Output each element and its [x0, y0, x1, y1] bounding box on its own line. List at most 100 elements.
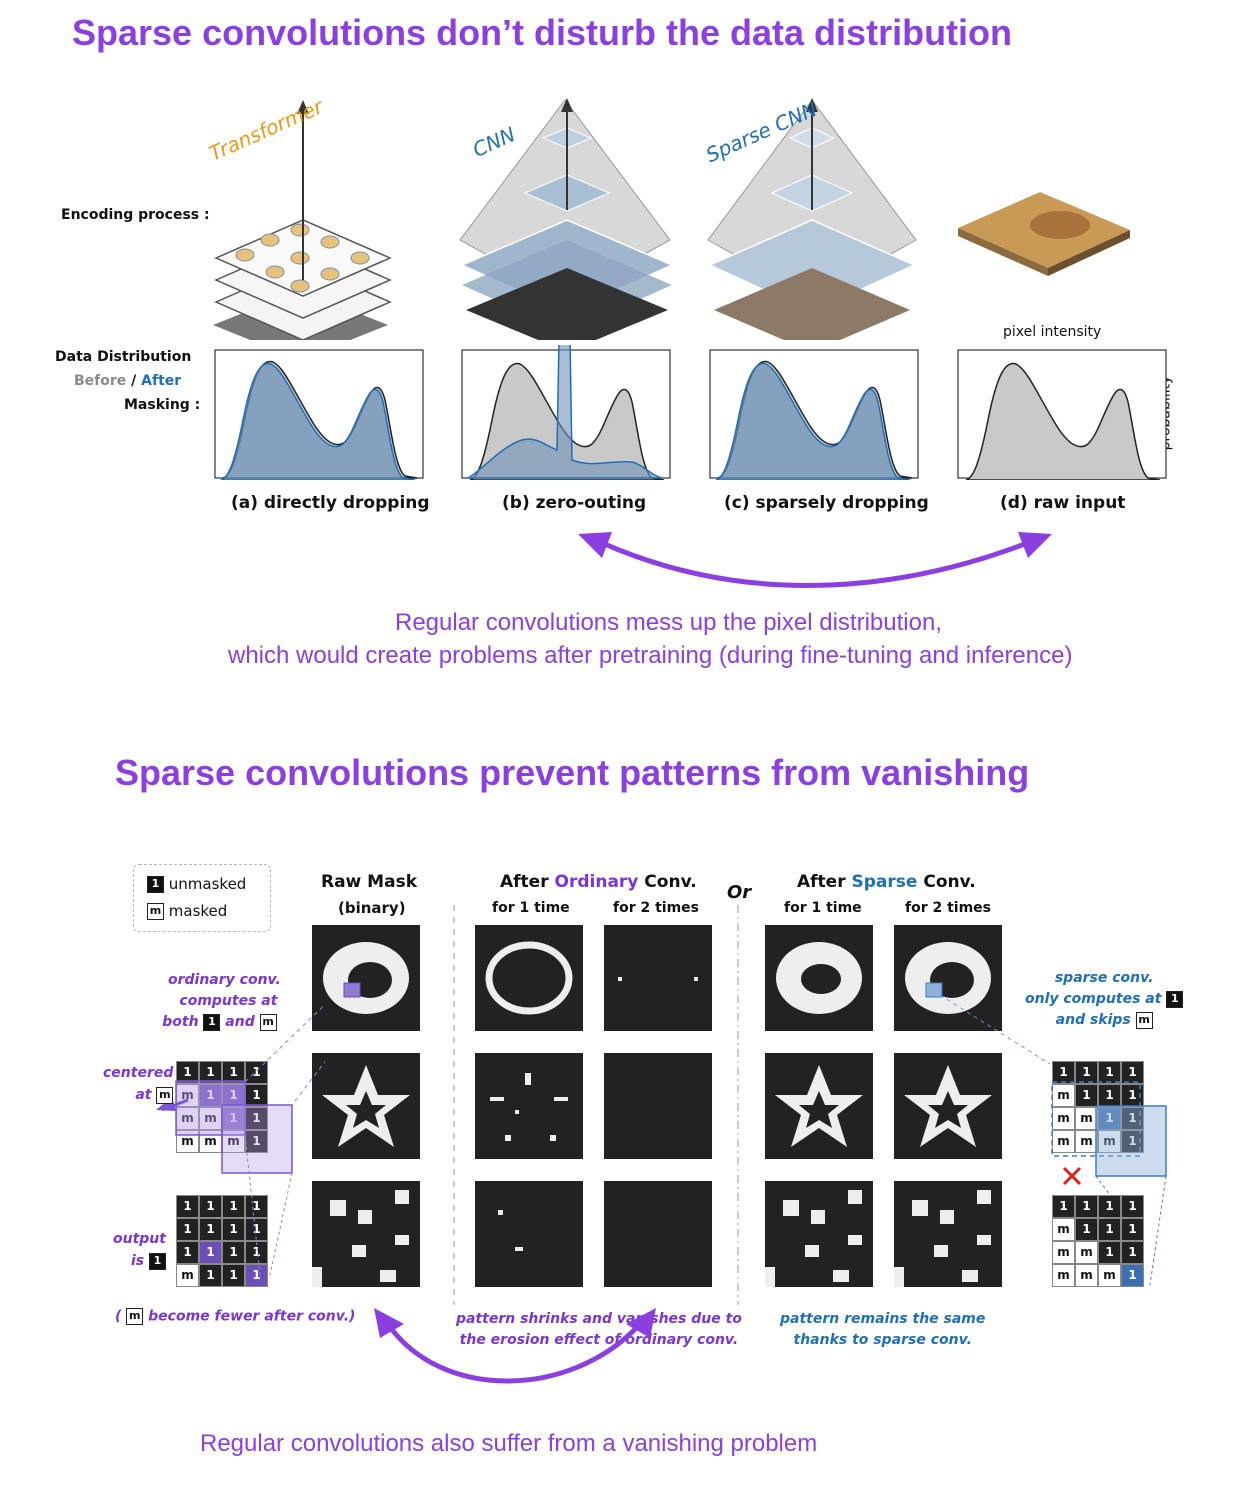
message-1-line2: which would create problems after pretra… — [228, 642, 1073, 669]
grid-cell: m — [199, 1107, 222, 1130]
plot-a-directly-dropping — [214, 349, 424, 480]
grid-cell: 1 — [176, 1195, 199, 1218]
grid-cell: 1 — [1121, 1218, 1144, 1241]
grid-cell: m — [1098, 1130, 1121, 1153]
unmasked-label: unmasked — [168, 875, 247, 893]
grid-cell: 1 — [1098, 1107, 1121, 1130]
ordinary-1-ring — [475, 925, 583, 1031]
grid-cell: 1 — [245, 1264, 268, 1287]
grid-cell: 1 — [1121, 1264, 1144, 1287]
ordinary-1-squares — [475, 1181, 583, 1287]
data-distribution-label: Data Distribution — [55, 349, 192, 365]
fewer-note: ( m become fewer after conv.) — [115, 1308, 356, 1325]
grid-cell: 1 — [1121, 1130, 1144, 1153]
grid-cell: 1 — [1075, 1195, 1098, 1218]
right-kernel-overlay — [1051, 1081, 1167, 1286]
masked-key: m — [147, 903, 164, 920]
raw-ring — [312, 925, 420, 1031]
caption-a: (a) directly dropping — [231, 493, 430, 513]
grid-cell: 1 — [245, 1130, 268, 1153]
sparse-conv-title: After Sparse Conv. — [797, 872, 976, 892]
grid-cell: 1 — [245, 1061, 268, 1084]
grid-cell: 1 — [1075, 1218, 1098, 1241]
grid-cell: 1 — [245, 1218, 268, 1241]
ordinary-computes-note: ordinary conv. computes at both 1 and m — [162, 972, 281, 1031]
grid-cell: m — [1075, 1130, 1098, 1153]
caption-d: (d) raw input — [1000, 493, 1126, 513]
grid-cell: 1 — [245, 1195, 268, 1218]
section1-title: Sparse convolutions don’t disturb the da… — [72, 12, 1013, 53]
ordinary-1-star — [475, 1053, 583, 1159]
grid-cell: m — [1098, 1264, 1121, 1287]
sparse-2-ring — [894, 925, 1002, 1031]
ordinary-2-squares — [604, 1181, 712, 1287]
grid-cell: 1 — [1052, 1195, 1075, 1218]
sparse-1-squares — [765, 1181, 873, 1287]
right-dashed-leader — [940, 994, 1051, 1065]
grid-cell: 1 — [1098, 1218, 1121, 1241]
before-after-label: Before / After — [74, 373, 182, 389]
encoding-illustrations — [213, 98, 1130, 340]
grid-cell: 1 — [222, 1264, 245, 1287]
ordinary-2-star — [604, 1053, 712, 1159]
grid-cell: 1 — [1075, 1084, 1098, 1107]
distribution-plots — [214, 345, 1167, 480]
grid-cell: 1 — [199, 1241, 222, 1264]
message-2: Regular convolutions also suffer from a … — [200, 1430, 818, 1457]
sparse-sub1: for 1 time — [784, 900, 862, 916]
encoding-process-label: Encoding process : — [61, 207, 210, 223]
sparse-cnn-pyramid-illustration — [707, 98, 917, 340]
grid-cell: 1 — [176, 1061, 199, 1084]
unmasked-key: 1 — [147, 876, 164, 893]
grid-cell: 1 — [176, 1218, 199, 1241]
sparse-computes-note: sparse conv. only computes at 1 and skip… — [1025, 968, 1184, 1031]
grid-cell: 1 — [222, 1061, 245, 1084]
ordinary-conv-title: After Ordinary Conv. — [500, 872, 697, 892]
grid-cell: 1 — [199, 1264, 222, 1287]
grid-cell: m — [1052, 1084, 1075, 1107]
raw-input-image-illustration — [958, 192, 1130, 276]
mask-image-grid — [312, 925, 1002, 1287]
grid-cell: 1 — [1075, 1061, 1098, 1084]
raw-star — [312, 1053, 420, 1159]
or-label: Or — [727, 882, 752, 903]
raw-mask-title: Raw Mask — [321, 872, 417, 892]
cnn-pyramid-illustration — [459, 98, 674, 340]
caption-b: (b) zero-outing — [502, 493, 647, 513]
ordinary-sub2: for 2 times — [613, 900, 700, 916]
grid-cell: m — [1075, 1107, 1098, 1130]
grid-cell: 1 — [222, 1195, 245, 1218]
left-kernel-overlay — [156, 1003, 325, 1276]
grid-cell: m — [1052, 1130, 1075, 1153]
message-1-line1: Regular convolutions mess up the pixel d… — [395, 609, 942, 636]
transformer-stack-illustration — [213, 100, 392, 340]
grid-cell: 1 — [199, 1084, 222, 1107]
legend: 1 unmasked m masked — [133, 864, 271, 932]
x-axis-label: pixel intensity — [1003, 324, 1102, 340]
grid-cell: m — [1052, 1241, 1075, 1264]
grid-cell: m — [1052, 1218, 1075, 1241]
grid-cell: m — [1075, 1241, 1098, 1264]
remain-note: pattern remains the same thanks to spars… — [780, 1311, 986, 1348]
grid-cell: 1 — [199, 1195, 222, 1218]
centered-at-note: centered at m — [103, 1065, 174, 1104]
double-arrow-2 — [374, 1308, 656, 1384]
grid-cell: 1 — [1098, 1195, 1121, 1218]
raw-squares — [312, 1181, 420, 1287]
masked-label: masked — [168, 902, 228, 920]
plot-c-sparsely-dropping — [709, 349, 919, 480]
caption-c: (c) sparsely dropping — [724, 493, 929, 513]
grid-cell: 1 — [1121, 1195, 1144, 1218]
grid-cell: 1 — [222, 1241, 245, 1264]
grid-cell: 1 — [245, 1241, 268, 1264]
sparse-2-squares — [894, 1181, 1002, 1287]
plot-d-raw-input — [957, 349, 1167, 480]
sparse-1-ring — [765, 925, 873, 1031]
grid-cell: m — [1052, 1264, 1075, 1287]
sparse-2-star — [894, 1053, 1002, 1159]
column-separators — [453, 905, 739, 1305]
grid-cell: m — [1075, 1264, 1098, 1287]
